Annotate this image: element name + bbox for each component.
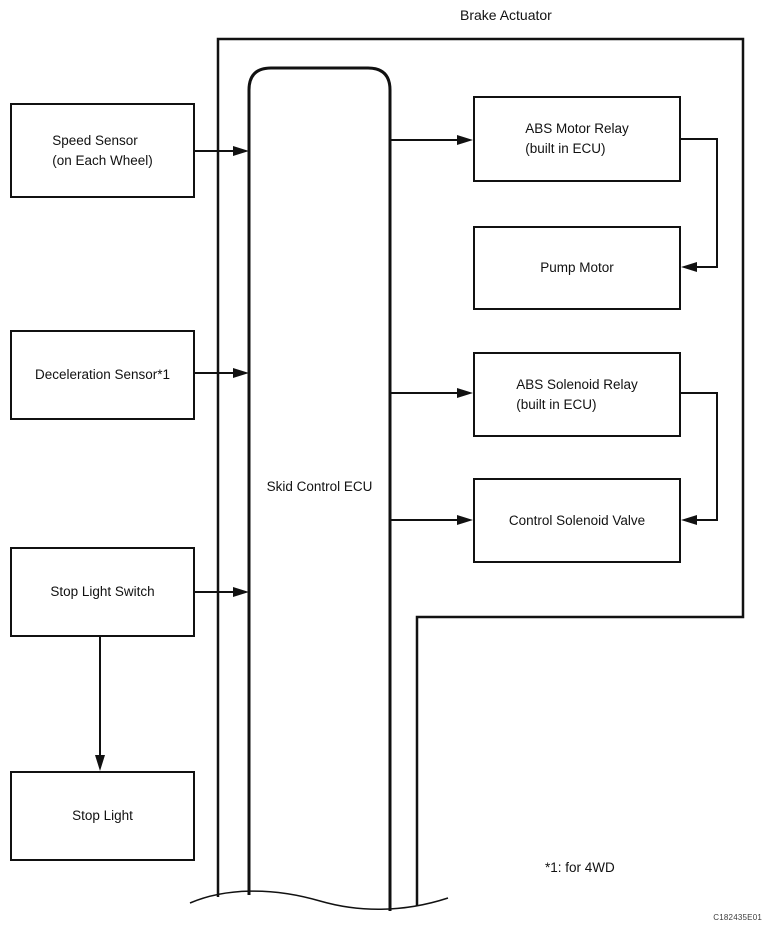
arrowhead <box>233 146 249 156</box>
arrowhead <box>457 388 473 398</box>
diagram-title: Brake Actuator <box>460 7 552 23</box>
node-abs-solenoid-relay: ABS Solenoid Relay (built in ECU) <box>473 352 681 437</box>
arrowhead <box>681 515 697 525</box>
node-stop-light-switch-label: Stop Light Switch <box>50 584 155 600</box>
edge-ecu-to-abs-motor-relay <box>390 135 473 145</box>
edge-stop-light-switch-to-ecu <box>195 587 249 597</box>
node-stop-light-label: Stop Light <box>72 808 133 824</box>
node-pump-motor-label: Pump Motor <box>540 260 614 276</box>
arrowhead <box>233 368 249 378</box>
node-deceleration-sensor: Deceleration Sensor*1 <box>10 330 195 420</box>
figure-code: C182435E01 <box>713 913 762 922</box>
edge-abs-motor-relay-to-pump-motor <box>681 138 718 272</box>
edge-stop-light-switch-to-stop-light <box>95 637 105 771</box>
edge-deceleration-sensor-to-ecu <box>195 368 249 378</box>
node-speed-sensor-label: Speed Sensor (on Each Wheel) <box>52 132 153 168</box>
node-stop-light-switch: Stop Light Switch <box>10 547 195 637</box>
edge-speed-sensor-to-ecu <box>195 146 249 156</box>
break-wave <box>189 890 449 910</box>
edge-ecu-to-abs-solenoid-relay <box>390 388 473 398</box>
node-stop-light: Stop Light <box>10 771 195 861</box>
arrowhead <box>233 587 249 597</box>
brake-actuator-boundary <box>216 37 745 906</box>
edge-ecu-to-control-solenoid-valve <box>390 515 473 525</box>
arrowhead <box>681 262 697 272</box>
node-pump-motor: Pump Motor <box>473 226 681 310</box>
node-abs-motor-relay-label: ABS Motor Relay (built in ECU) <box>525 121 629 156</box>
edge-abs-solenoid-relay-to-control-solenoid-valve <box>681 392 718 525</box>
node-skid-control-ecu-label: Skid Control ECU <box>266 479 373 494</box>
skid-control-ecu-box <box>247 66 392 911</box>
node-abs-solenoid-relay-label: ABS Solenoid Relay (built in ECU) <box>516 376 638 412</box>
node-control-solenoid-valve-label: Control Solenoid Valve <box>508 512 646 528</box>
arrowhead <box>457 515 473 525</box>
node-deceleration-sensor-label: Deceleration Sensor*1 <box>34 367 171 383</box>
node-abs-motor-relay: ABS Motor Relay (built in ECU) <box>473 96 681 182</box>
arrowhead <box>457 135 473 145</box>
node-control-solenoid-valve: Control Solenoid Valve <box>473 478 681 563</box>
node-speed-sensor: Speed Sensor (on Each Wheel) <box>10 103 195 198</box>
footnote: *1: for 4WD <box>545 860 615 875</box>
arrowhead <box>95 755 105 771</box>
